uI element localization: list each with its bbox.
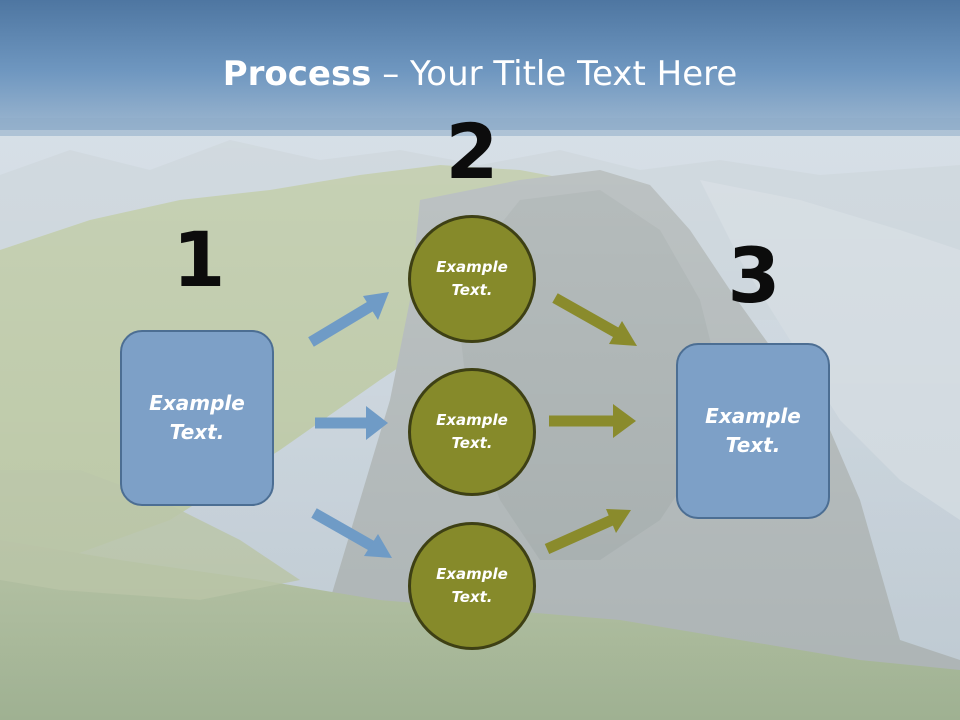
- step-1-box: Example Text.: [120, 330, 274, 506]
- step-2-circle-top: Example Text.: [408, 215, 536, 343]
- slide-title: Process – Your Title Text Here: [0, 52, 960, 96]
- arrow-up-right-olive: [544, 509, 631, 555]
- step-number-3: 3: [727, 231, 781, 320]
- step-2-circle-middle-text: Example Text.: [436, 411, 508, 452]
- arrow-down-right-olive: [552, 293, 637, 346]
- arrow-down-right-blue: [311, 508, 392, 558]
- step-3-text: Example Text.: [705, 404, 801, 457]
- arrow-right-olive: [549, 404, 636, 438]
- arrow-up-right-blue: [308, 292, 389, 347]
- step-3-box: Example Text.: [676, 343, 830, 519]
- title-bold: Process: [222, 54, 372, 94]
- step-1-text: Example Text.: [149, 391, 245, 444]
- step-number-2: 2: [445, 107, 499, 196]
- step-2-circle-bottom-text: Example Text.: [436, 565, 508, 606]
- step-2-circle-bottom: Example Text.: [408, 522, 536, 650]
- title-rest: – Your Title Text Here: [371, 54, 738, 94]
- step-2-circle-top-text: Example Text.: [436, 258, 508, 299]
- step-2-circle-middle: Example Text.: [408, 368, 536, 496]
- arrow-right-blue: [315, 406, 388, 440]
- step-number-1: 1: [172, 215, 226, 304]
